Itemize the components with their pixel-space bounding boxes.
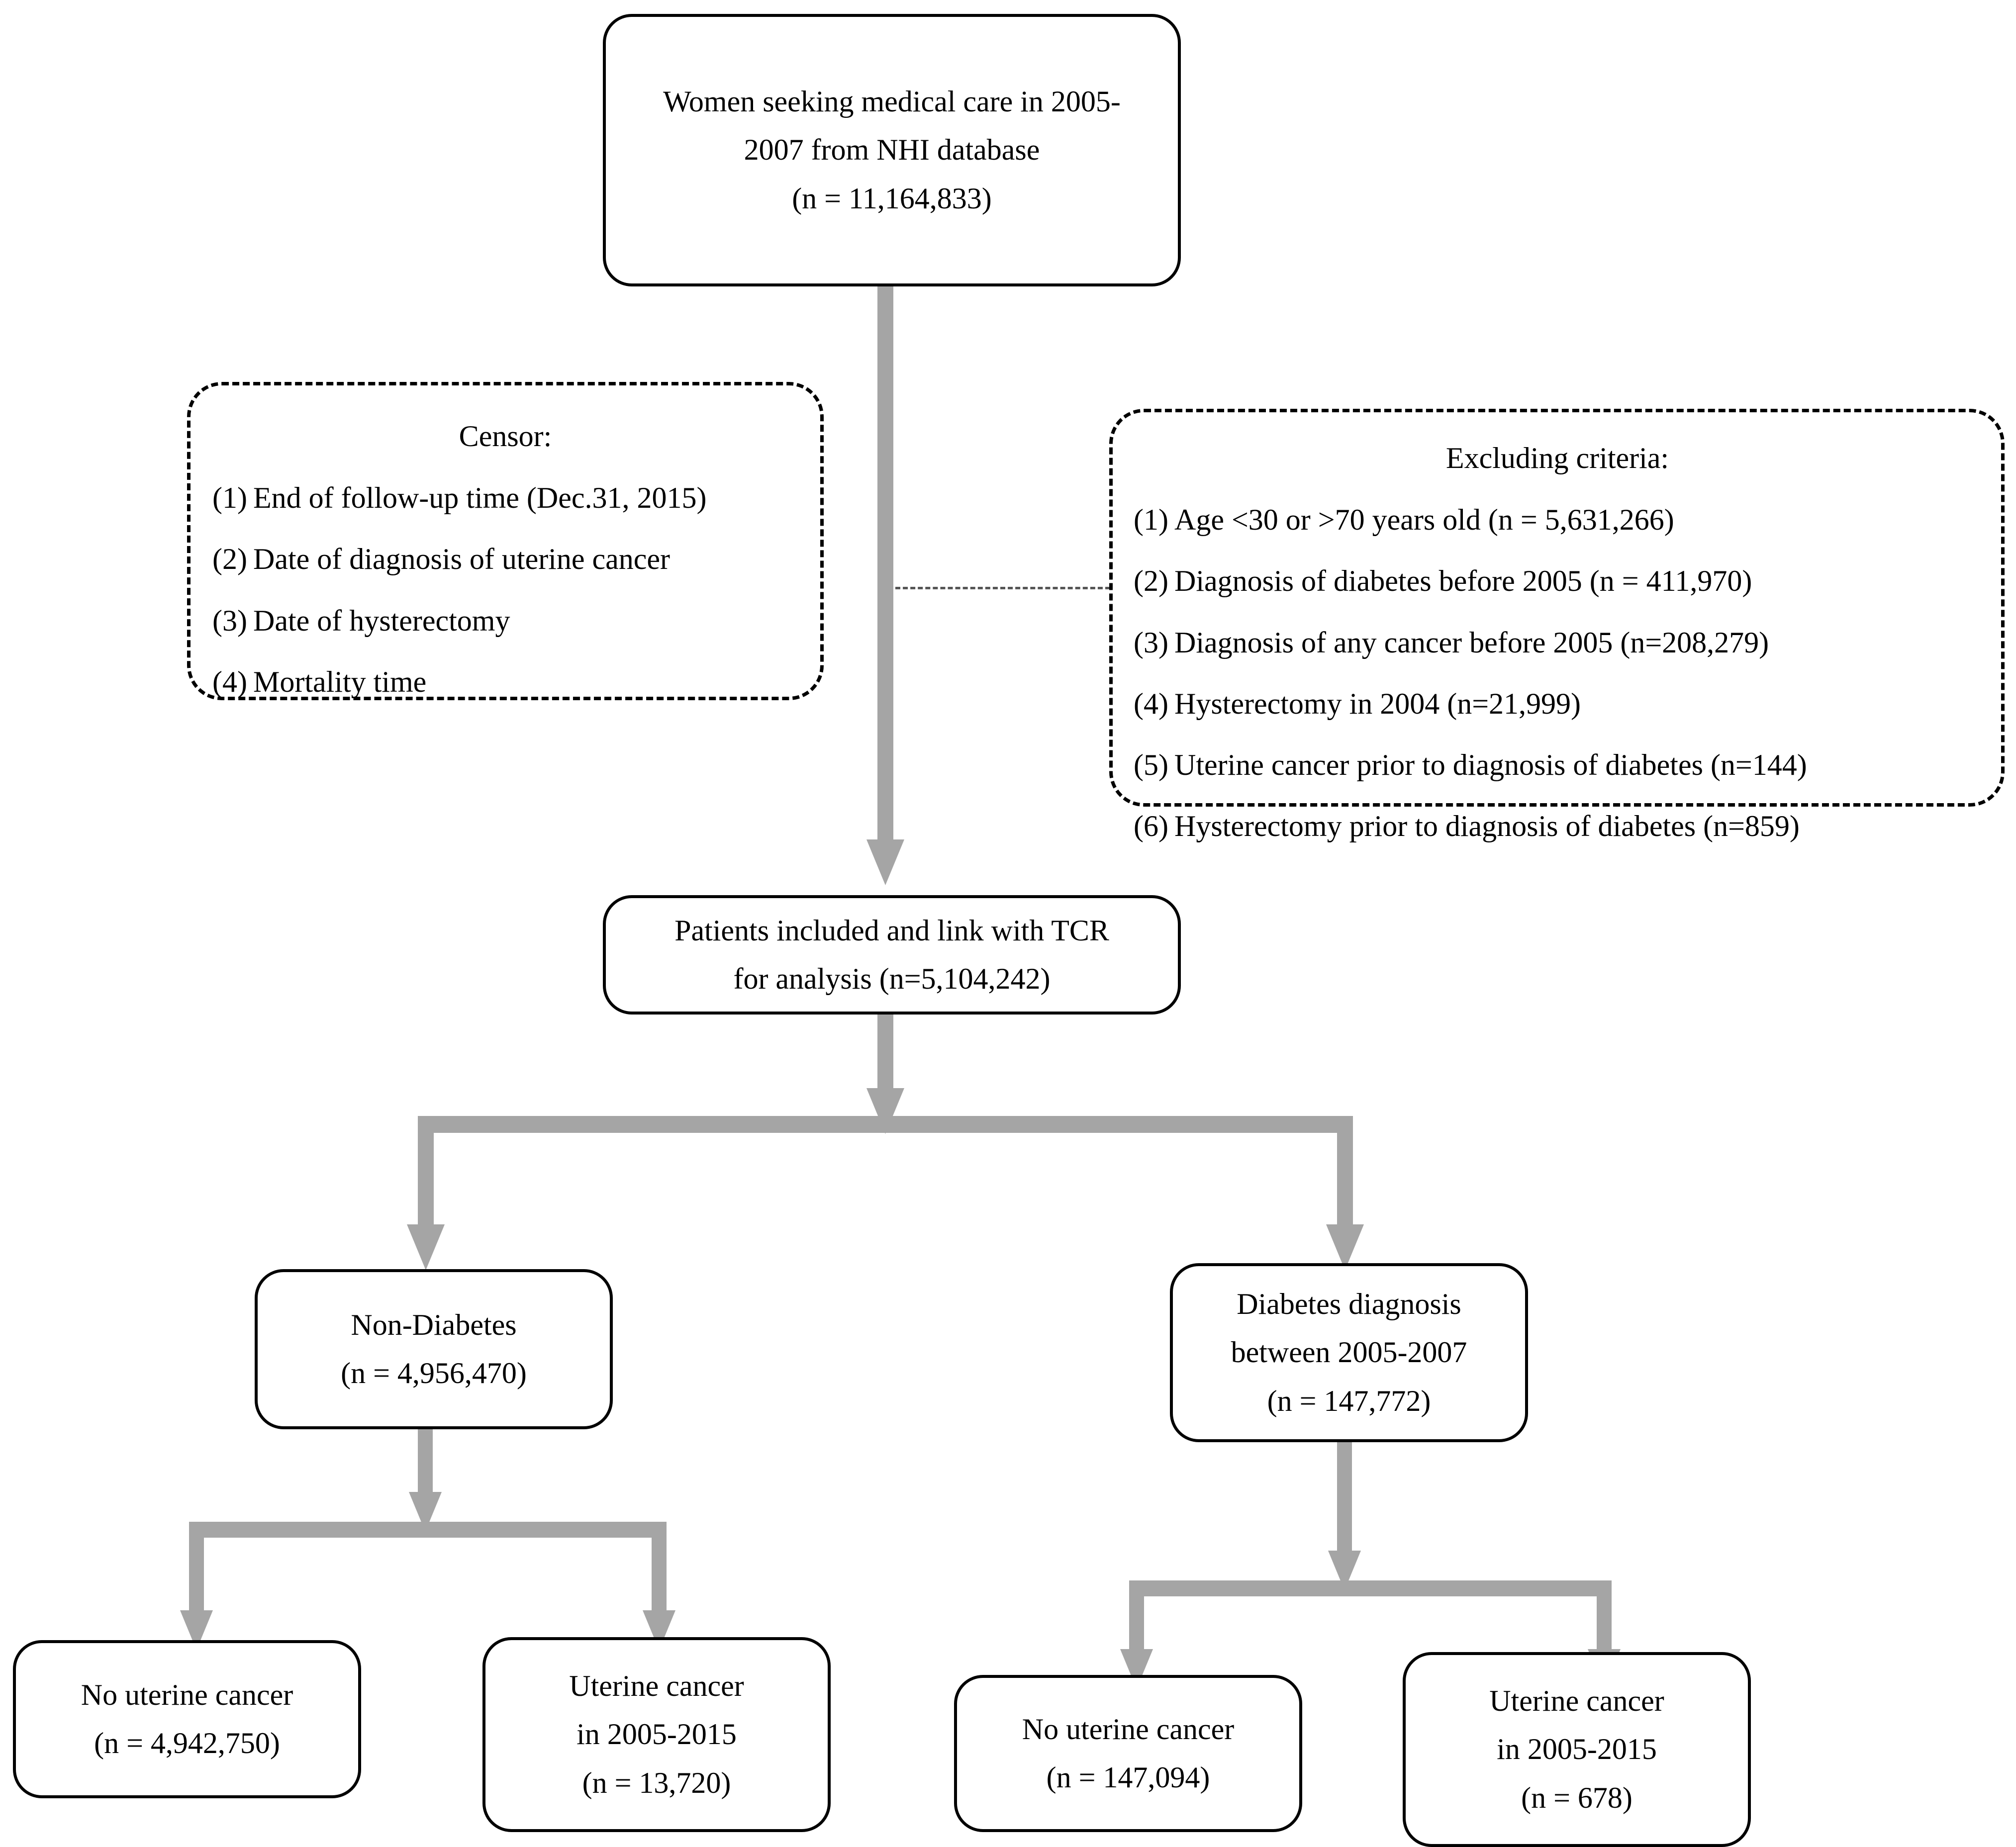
arrow-included-to-split-shaft — [877, 1012, 893, 1092]
censor-item-3: (3) Date of hysterectomy — [212, 597, 798, 645]
censor-item-3-text: Date of hysterectomy — [253, 604, 510, 637]
source-line-2: 2007 from NHI database — [744, 133, 1040, 167]
arrow-db-cancer-shaft — [1597, 1580, 1612, 1655]
split-bar-level2-left — [189, 1522, 667, 1538]
arrow-split1-left-shaft — [418, 1116, 434, 1230]
arrow-source-to-included-shaft — [877, 284, 893, 842]
db-cancer-line-3: (n = 678) — [1521, 1781, 1632, 1814]
db-cancer-line-1: Uterine cancer — [1489, 1684, 1664, 1718]
diabetes-line-1: Diabetes diagnosis — [1237, 1288, 1461, 1321]
nd-no-uterine-cancer-box[interactable]: No uterine cancer (n = 4,942,750) — [13, 1640, 361, 1798]
db-uterine-cancer-box[interactable]: Uterine cancer in 2005-2015 (n = 678) — [1403, 1652, 1751, 1847]
nd-cancer-line-3: (n = 13,720) — [582, 1766, 731, 1799]
censor-item-1: (1) End of follow-up time (Dec.31, 2015) — [212, 474, 798, 522]
diabetes-line-2: between 2005-2007 — [1231, 1336, 1467, 1369]
censor-item-2-number: (2) — [212, 543, 247, 576]
excluding-item-2-number: (2) — [1134, 564, 1168, 598]
split-bar-level2-right — [1129, 1580, 1612, 1596]
nd-cancer-line-1: Uterine cancer — [569, 1669, 744, 1703]
excluding-item-6: (6) Hysterectomy prior to diagnosis of d… — [1134, 802, 1981, 850]
included-line-2: for analysis (n=5,104,242) — [733, 962, 1051, 995]
patients-included-box[interactable]: Patients included and link with TCR for … — [603, 895, 1181, 1015]
split-bar-level1 — [418, 1116, 1353, 1133]
censor-item-1-text: End of follow-up time (Dec.31, 2015) — [253, 481, 707, 515]
db-no-cancer-line-2: (n = 147,094) — [1046, 1761, 1210, 1794]
censor-title: Censor: — [459, 420, 552, 453]
censor-item-4: (4) Mortality time — [212, 658, 798, 706]
excluding-item-5-number: (5) — [1134, 748, 1168, 781]
diabetes-line-3: (n = 147,772) — [1267, 1384, 1431, 1417]
arrow-split1-right-head — [1326, 1224, 1364, 1270]
nd-cancer-line-2: in 2005-2015 — [576, 1718, 737, 1751]
source-line-3: (n = 11,164,833) — [792, 182, 992, 215]
arrow-nd-no-cancer-shaft — [189, 1522, 204, 1616]
excluding-item-3-text: Diagnosis of any cancer before 2005 (n=2… — [1174, 626, 1769, 659]
excluding-item-1-number: (1) — [1134, 503, 1168, 537]
censor-item-1-number: (1) — [212, 481, 247, 515]
censor-item-2: (2) Date of diagnosis of uterine cancer — [212, 535, 798, 583]
censor-box[interactable]: Censor: (1) End of follow-up time (Dec.3… — [187, 382, 824, 700]
arrow-split1-left-head — [407, 1224, 445, 1270]
excluding-item-5: (5) Uterine cancer prior to diagnosis of… — [1134, 741, 1981, 789]
included-line-1: Patients included and link with TCR — [674, 914, 1109, 947]
excluding-criteria-connector — [895, 587, 1110, 589]
excluding-item-1: (1) Age <30 or >70 years old (n = 5,631,… — [1134, 496, 1981, 544]
excluding-item-5-text: Uterine cancer prior to diagnosis of dia… — [1174, 748, 1807, 781]
censor-item-3-number: (3) — [212, 604, 247, 637]
excluding-item-6-text: Hysterectomy prior to diagnosis of diabe… — [1174, 810, 1800, 843]
excluding-item-3: (3) Diagnosis of any cancer before 2005 … — [1134, 619, 1981, 667]
excluding-item-4-text: Hysterectomy in 2004 (n=21,999) — [1174, 687, 1581, 720]
arrow-db-no-cancer-shaft — [1129, 1580, 1144, 1655]
arrow-diabetes-to-split-shaft — [1337, 1441, 1352, 1556]
nd-no-cancer-line-1: No uterine cancer — [81, 1678, 293, 1711]
censor-item-2-text: Date of diagnosis of uterine cancer — [253, 543, 670, 576]
excluding-item-6-number: (6) — [1134, 810, 1168, 843]
excluding-item-3-number: (3) — [1134, 626, 1168, 659]
excluding-item-2-text: Diagnosis of diabetes before 2005 (n = 4… — [1174, 564, 1752, 598]
source-line-1: Women seeking medical care in 2005- — [663, 85, 1121, 118]
nd-uterine-cancer-box[interactable]: Uterine cancer in 2005-2015 (n = 13,720) — [482, 1637, 831, 1832]
arrow-source-to-included-head — [866, 839, 904, 885]
excluding-item-1-text: Age <30 or >70 years old (n = 5,631,266) — [1174, 503, 1674, 537]
non-diabetes-box[interactable]: Non-Diabetes (n = 4,956,470) — [255, 1269, 613, 1429]
source-population-box[interactable]: Women seeking medical care in 2005- 2007… — [603, 14, 1181, 286]
db-no-uterine-cancer-box[interactable]: No uterine cancer (n = 147,094) — [954, 1675, 1302, 1832]
censor-item-4-text: Mortality time — [253, 665, 427, 698]
nd-no-cancer-line-2: (n = 4,942,750) — [94, 1727, 280, 1759]
excluding-item-4: (4) Hysterectomy in 2004 (n=21,999) — [1134, 680, 1981, 728]
arrow-nondiabetes-to-split-shaft — [418, 1428, 433, 1497]
db-cancer-line-2: in 2005-2015 — [1497, 1733, 1657, 1766]
excluding-title: Excluding criteria: — [1445, 442, 1669, 474]
diabetes-box[interactable]: Diabetes diagnosis between 2005-2007 (n … — [1170, 1263, 1528, 1442]
non-diabetes-line-2: (n = 4,956,470) — [341, 1357, 527, 1389]
arrow-nd-cancer-shaft — [652, 1522, 667, 1616]
excluding-item-2: (2) Diagnosis of diabetes before 2005 (n… — [1134, 557, 1981, 605]
excluding-item-4-number: (4) — [1134, 687, 1168, 720]
db-no-cancer-line-1: No uterine cancer — [1022, 1712, 1235, 1746]
censor-item-4-number: (4) — [212, 665, 247, 698]
arrow-split1-right-shaft — [1337, 1116, 1353, 1230]
excluding-criteria-box[interactable]: Excluding criteria: (1) Age <30 or >70 y… — [1109, 409, 2005, 842]
non-diabetes-line-1: Non-Diabetes — [351, 1308, 517, 1341]
